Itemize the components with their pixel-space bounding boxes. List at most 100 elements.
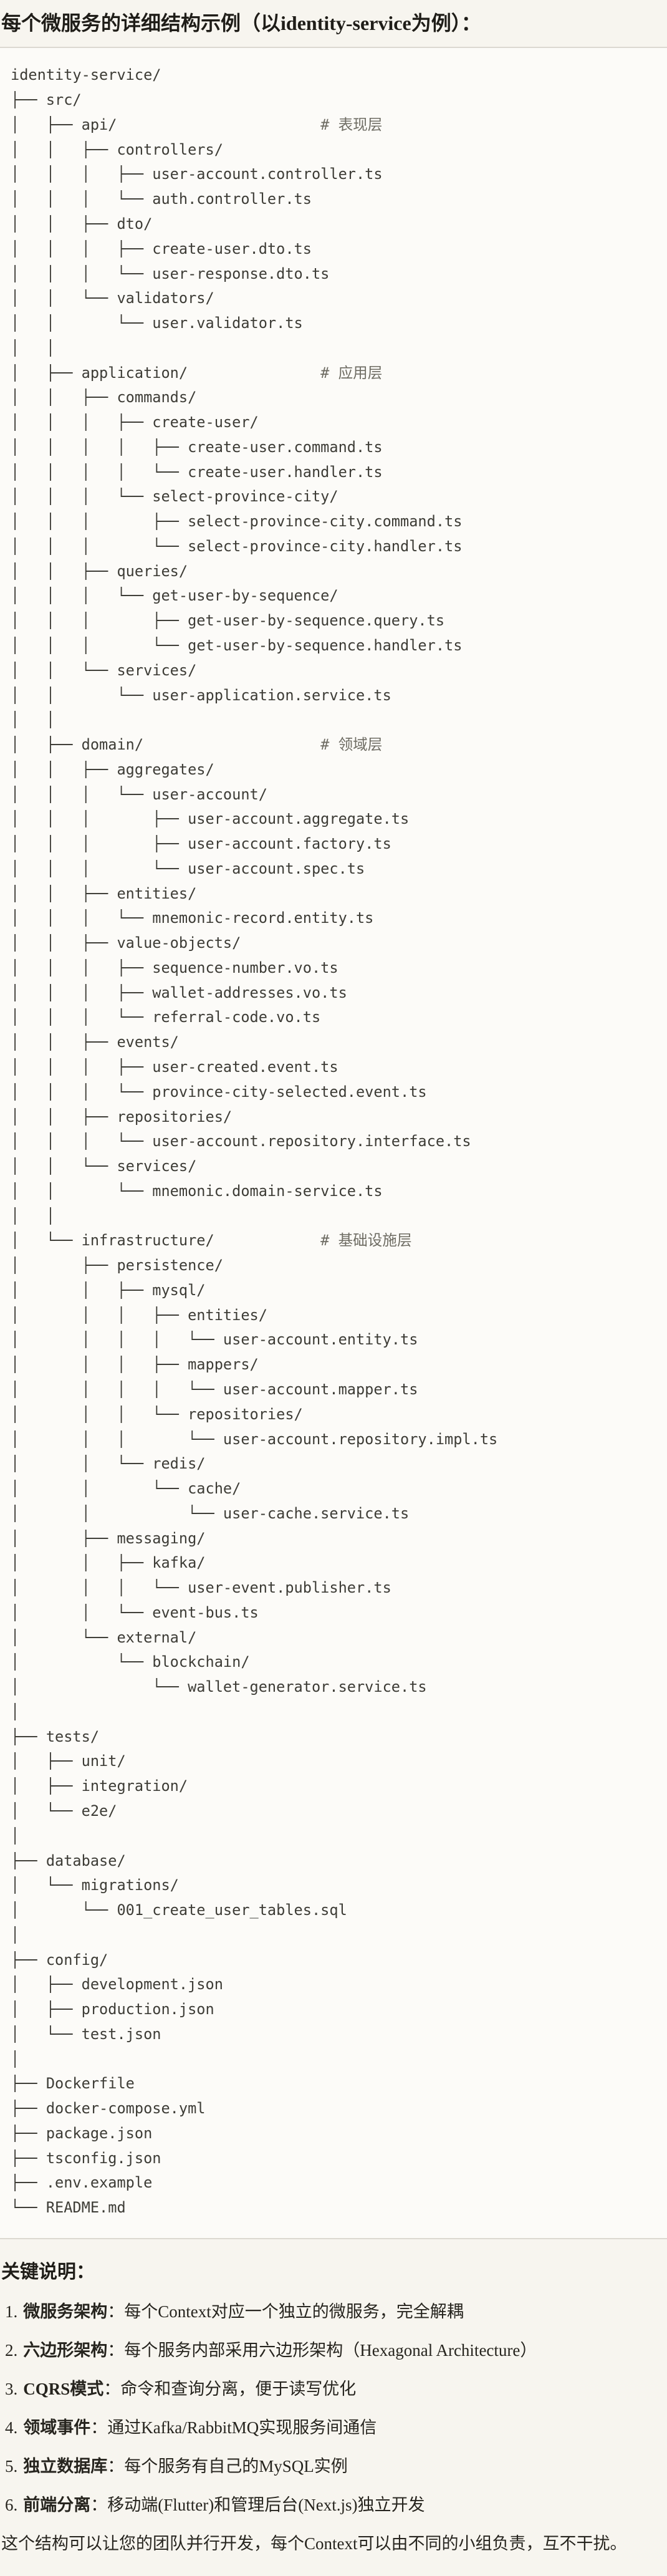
note-number: 1. <box>5 2302 18 2321</box>
tree-line: │ │ │ ├── create-user.dto.ts <box>11 237 661 262</box>
tree-line-text: │ │ │ └── user-account.spec.ts <box>11 859 365 877</box>
note-number: 5. <box>5 2456 18 2476</box>
tree-line: │ └── 001_create_user_tables.sql <box>11 1898 661 1923</box>
tree-line-text: │ └── migrations/ <box>11 1876 179 1894</box>
notes-footer: 这个结构可以让您的团队并行开发，每个Context可以由不同的小组负责，互不干扰… <box>1 2534 627 2553</box>
tree-line-text: │ ├── production.json <box>11 2000 214 2019</box>
note-number: 3. <box>5 2379 18 2398</box>
tree-line: │ │ │ └── get-user-by-sequence.handler.t… <box>11 634 661 658</box>
tree-line: │ └── blockchain/ <box>11 1650 661 1675</box>
tree-line: │ │ ├── repositories/ <box>11 1105 661 1130</box>
tree-line: │ │ │ │ └── user-account.mapper.ts <box>11 1377 661 1402</box>
tree-line-text: │ │ └── cache/ <box>11 1480 241 1498</box>
tree-line: ├── tests/ <box>11 1725 661 1750</box>
tree-line: ├── src/ <box>11 88 661 113</box>
note-term: 前端分离 <box>23 2495 91 2514</box>
note-item: 6.前端分离：移动端(Flutter)和管理后台(Next.js)独立开发 <box>5 2493 667 2517</box>
tree-line-text: │ └── e2e/ <box>11 1802 117 1820</box>
tree-line-text: │ │ └── mnemonic.domain-service.ts <box>11 1182 383 1200</box>
tree-line-text: │ │ │ ├── user-account.aggregate.ts <box>11 810 410 828</box>
tree-line: │ │ └── services/ <box>11 658 661 683</box>
tree-line: │ └── wallet-generator.service.ts <box>11 1675 661 1700</box>
note-item: 2.六边形架构：每个服务内部采用六边形架构（Hexagonal Architec… <box>5 2338 667 2362</box>
note-item: 4.领域事件：通过Kafka/RabbitMQ实现服务间通信 <box>5 2416 667 2439</box>
tree-line-text: └── README.md <box>11 2199 126 2217</box>
code-block: identity-service/├── src/│ ├── api/ # 表现… <box>0 47 667 2239</box>
tree-line-text: │ │ <box>11 1207 55 1225</box>
tree-line: │ <box>11 1923 661 1948</box>
tree-line-text: │ │ └── user-cache.service.ts <box>11 1504 410 1522</box>
tree-layer-comment: # 基础设施层 <box>320 1232 412 1250</box>
tree-line-text: │ <box>11 1702 20 1720</box>
tree-line: │ │ │ ├── sequence-number.vo.ts <box>11 956 661 981</box>
tree-line-text: │ │ └── redis/ <box>11 1455 206 1473</box>
tree-line-text: │ └── infrastructure/ <box>11 1232 321 1250</box>
tree-line-text: │ │ │ └── province-city-selected.event.t… <box>11 1083 427 1101</box>
tree-line-text: │ │ │ └── user-event.publisher.ts <box>11 1579 391 1597</box>
tree-line: │ │ ├── kafka/ <box>11 1551 661 1576</box>
tree-line: │ │ <box>11 708 661 733</box>
tree-line: │ ├── messaging/ <box>11 1527 661 1551</box>
tree-line: │ └── e2e/ <box>11 1799 661 1824</box>
tree-line: │ │ └── mnemonic.domain-service.ts <box>11 1179 661 1204</box>
note-term: 独立数据库 <box>23 2456 108 2476</box>
tree-line-text: │ ├── domain/ <box>11 736 321 754</box>
tree-layer-comment: # 表现层 <box>320 115 383 133</box>
note-description: ：每个Context对应一个独立的微服务，完全解耦 <box>107 2302 464 2321</box>
tree-line-text: │ │ ├── dto/ <box>11 215 153 233</box>
tree-line-text: identity-service/ <box>11 66 161 84</box>
tree-line-text: │ │ │ └── mnemonic-record.entity.ts <box>11 909 374 927</box>
tree-line-text: │ │ │ ├── select-province-city.command.t… <box>11 513 463 531</box>
tree-line-text: ├── .env.example <box>11 2174 153 2192</box>
tree-line-text: │ │ │ ├── create-user/ <box>11 413 259 432</box>
tree-line-text: ├── tsconfig.json <box>11 2149 161 2167</box>
tree-line-text: │ │ │ └── select-province-city.handler.t… <box>11 537 463 555</box>
tree-layer-comment: # 应用层 <box>320 364 383 382</box>
tree-line-text: │ │ │ ├── user-account.factory.ts <box>11 835 391 853</box>
tree-line-text: │ │ │ └── referral-code.vo.ts <box>11 1008 321 1026</box>
tree-line: │ │ ├── events/ <box>11 1030 661 1055</box>
tree-line-text: │ │ │ ├── sequence-number.vo.ts <box>11 958 338 977</box>
tree-line-text: │ │ └── services/ <box>11 1157 197 1175</box>
tree-line: │ │ │ └── user-account.repository.interf… <box>11 1129 661 1154</box>
tree-line: │ └── external/ <box>11 1626 661 1651</box>
tree-line-text: ├── src/ <box>11 91 82 109</box>
tree-line-text: │ └── test.json <box>11 2025 161 2043</box>
tree-line-text: │ │ ├── aggregates/ <box>11 760 214 778</box>
tree-line: │ ├── persistence/ <box>11 1253 661 1278</box>
tree-line: │ │ └── redis/ <box>11 1452 661 1477</box>
tree-line-text: │ ├── integration/ <box>11 1777 188 1795</box>
tree-line-text: │ │ │ ├── get-user-by-sequence.query.ts <box>11 612 445 630</box>
tree-line-text: │ │ │ └── user-account.repository.impl.t… <box>11 1430 498 1448</box>
tree-line: │ │ │ └── select-province-city.handler.t… <box>11 534 661 559</box>
note-description: ：通过Kafka/RabbitMQ实现服务间通信 <box>90 2418 377 2437</box>
tree-line-text: │ <box>11 2050 20 2068</box>
tree-line-text: │ │ ├── value-objects/ <box>11 934 241 952</box>
tree-line-text: │ │ ├── mysql/ <box>11 1281 206 1299</box>
note-term: 微服务架构 <box>23 2302 108 2321</box>
tree-line: │ ├── production.json <box>11 1997 661 2022</box>
tree-line: │ │ │ ├── user-account.aggregate.ts <box>11 807 661 832</box>
tree-line: │ │ │ ├── wallet-addresses.vo.ts <box>11 981 661 1006</box>
tree-line: │ │ ├── mysql/ <box>11 1278 661 1303</box>
tree-line: ├── package.json <box>11 2121 661 2146</box>
tree-line-text: ├── package.json <box>11 2124 153 2142</box>
note-term: CQRS模式 <box>23 2379 104 2398</box>
tree-line-text: │ │ │ └── auth.controller.ts <box>11 190 312 208</box>
note-description: ：每个服务有自己的MySQL实例 <box>107 2456 348 2476</box>
tree-line-text: │ │ │ │ └── user-account.entity.ts <box>11 1331 418 1349</box>
tree-line-text: ├── Dockerfile <box>11 2075 135 2093</box>
tree-line: ├── config/ <box>11 1948 661 1973</box>
tree-line: │ │ └── user-application.service.ts <box>11 683 661 708</box>
tree-line-text: │ │ │ │ └── user-account.mapper.ts <box>11 1380 418 1398</box>
tree-line: │ │ │ ├── entities/ <box>11 1303 661 1328</box>
tree-line: │ └── migrations/ <box>11 1873 661 1898</box>
tree-line-text: │ ├── development.json <box>11 1975 223 1994</box>
tree-line: ├── tsconfig.json <box>11 2146 661 2171</box>
tree-line-text: ├── tests/ <box>11 1727 100 1745</box>
tree-line: │ └── infrastructure/ # 基础设施层 <box>11 1228 661 1253</box>
tree-line-text: │ ├── persistence/ <box>11 1257 223 1275</box>
tree-line-text: │ └── external/ <box>11 1628 197 1646</box>
tree-line: │ │ ├── aggregates/ <box>11 758 661 783</box>
note-term: 六边形架构 <box>23 2340 108 2360</box>
